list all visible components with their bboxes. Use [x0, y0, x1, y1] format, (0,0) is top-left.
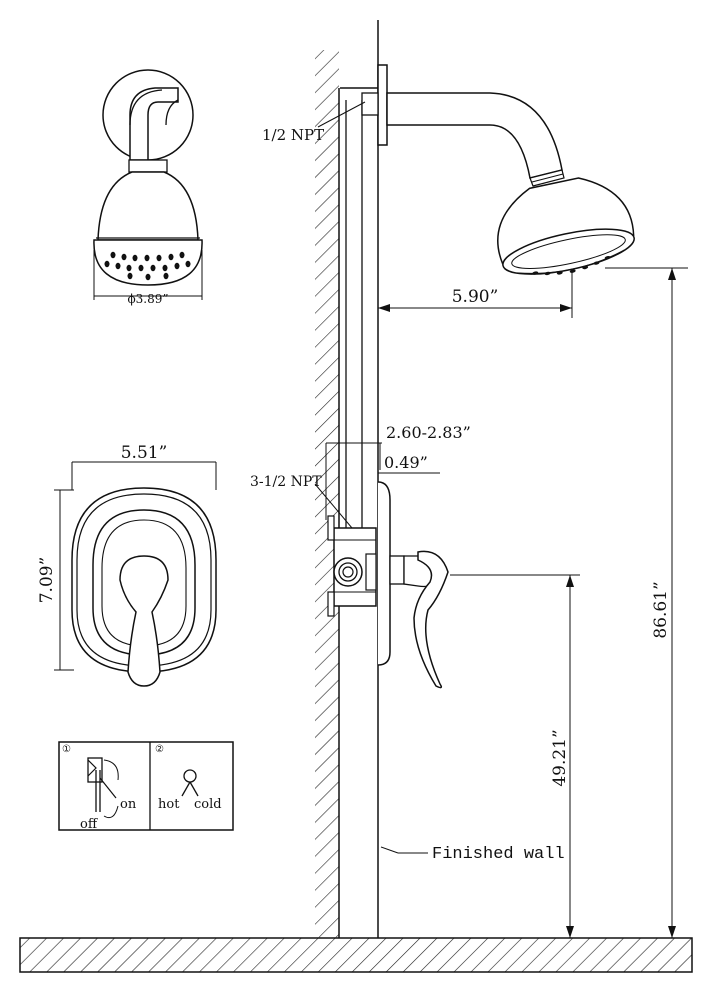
valve-depth-dimension: 2.60-2.83” 0.49”	[325, 423, 471, 520]
trim-plate-front: 5.51” 7.09”	[37, 443, 217, 687]
floor	[19, 937, 693, 973]
step1-marker: ①	[62, 744, 71, 755]
handle-lever-side	[413, 550, 449, 689]
valve-body-side	[327, 515, 377, 617]
on-off-diagram: on off	[80, 757, 137, 832]
finished-wall-label: Finished wall	[432, 845, 565, 864]
hot-label: hot	[158, 797, 180, 812]
plate-height-label: 7.09”	[37, 557, 57, 604]
npt-top-callout: 1/2 NPT	[262, 101, 366, 144]
finished-wall-callout: Finished wall	[380, 845, 565, 864]
shower-arm	[361, 64, 565, 187]
npt-top-label: 1/2 NPT	[262, 126, 324, 144]
on-label: on	[120, 797, 137, 812]
total-height-dimension: 86.61”	[605, 267, 688, 938]
valve-height-dimension: 49.21”	[450, 574, 580, 938]
step2-marker: ②	[155, 744, 164, 755]
off-label: off	[80, 817, 99, 832]
total-height-label: 86.61”	[651, 581, 671, 638]
cold-label: cold	[194, 797, 222, 812]
shower-head-front: ϕ3.89”	[93, 69, 203, 306]
handle-lever-front	[119, 555, 169, 687]
arm-reach-dimension: 5.90”	[378, 270, 573, 318]
npt-valve-callout: 3-1/2 NPT	[250, 474, 353, 529]
plate-thickness-label: 0.49”	[384, 453, 428, 472]
npt-valve-label: 3-1/2 NPT	[250, 474, 322, 490]
arm-reach-label: 5.90”	[452, 287, 499, 307]
head-diameter-label: ϕ3.89”	[127, 292, 168, 306]
shower-head-side	[497, 177, 635, 276]
valve-height-label: 49.21”	[550, 729, 570, 786]
hot-cold-diagram: hot cold	[158, 769, 222, 812]
plate-width-label: 5.51”	[121, 443, 168, 463]
valve-depth-label: 2.60-2.83”	[386, 423, 471, 442]
operation-instructions: ① ② on off hot cold	[58, 741, 234, 832]
trim-plate-side	[377, 481, 449, 689]
wall	[315, 20, 379, 938]
wall-flange	[377, 64, 388, 146]
